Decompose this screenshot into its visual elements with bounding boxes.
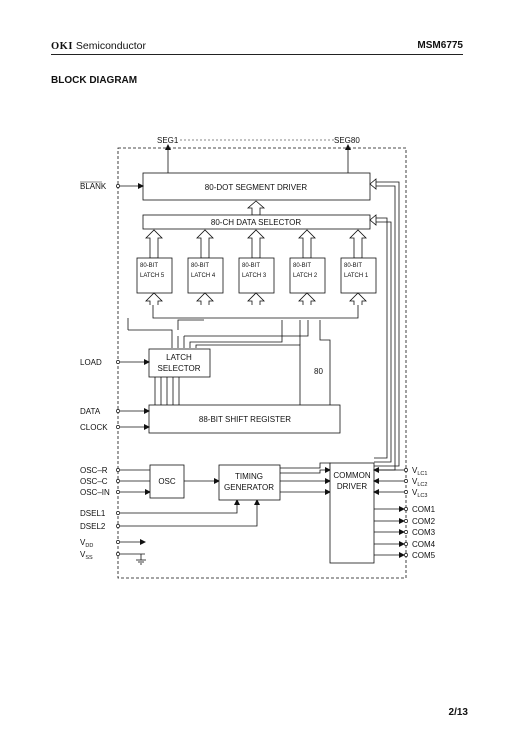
latch-box [340, 257, 377, 294]
vlc-pin-1: VLC1 [373, 466, 427, 477]
com-pin-3: COM3 [374, 528, 436, 537]
timing-generator-label-1: TIMING [235, 472, 263, 481]
latch-name-label: LATCH 1 [344, 273, 369, 279]
left-pins: BLANK LOAD DATA CLOCK OSC–R OSC–C OSC–IN… [80, 181, 260, 565]
latch-input-arrow [196, 292, 214, 305]
latch-name-label: LATCH 5 [140, 273, 165, 279]
shift-register-block [148, 404, 341, 434]
com-pin-5: COM5 [374, 551, 436, 560]
vlc-pin-2: VLC2 [373, 477, 427, 488]
right-pins: VLC1 VLC2 VLC3 [373, 466, 427, 499]
latch-selector-label-2: SELECTOR [158, 364, 201, 373]
latch-output-arrow [349, 229, 367, 259]
com-pin-2: COM2 [374, 517, 436, 526]
timing-generator-block [218, 464, 281, 501]
latch-box [289, 257, 326, 294]
latch-prefix-label: 80-BIT [344, 263, 362, 269]
common-driver-label-1: COMMON [333, 471, 371, 480]
latch-name-label: LATCH 4 [191, 273, 216, 279]
blank-pin-label: BLANK [80, 182, 107, 191]
latch-output-arrow [298, 229, 316, 259]
latch-prefix-label: 80-BIT [242, 263, 260, 269]
latch-prefix-label: 80-BIT [191, 263, 209, 269]
osc-block [149, 464, 185, 499]
dsel1-pin-label: DSEL1 [80, 509, 106, 518]
timing-to-common-lines [280, 462, 331, 495]
data-selector-block [142, 214, 371, 230]
latch-block-2: 80-BIT LATCH 4 [187, 229, 224, 305]
timing-generator-label-2: GENERATOR [224, 483, 274, 492]
bus-width-label: 80 [314, 367, 323, 376]
vlc-feedback-paths [374, 181, 400, 471]
latch-block-3: 80-BIT LATCH 3 [238, 229, 275, 305]
vlc-pin-3: VLC3 [373, 488, 427, 499]
selector-to-driver-arrow [246, 200, 266, 216]
latch-output-arrow [247, 229, 265, 259]
latch-enable-bus [127, 305, 359, 405]
clock-pin-label: CLOCK [80, 423, 108, 432]
dsel2-pin-label: DSEL2 [80, 522, 106, 531]
common-driver-label-2: DRIVER [337, 482, 367, 491]
com-pin-label: COM1 [412, 505, 436, 514]
driver-input-arrow [369, 178, 377, 190]
com-pin-label: COM5 [412, 551, 436, 560]
brand-suffix: Semiconductor [75, 40, 146, 52]
vlc1-label: VLC1 [412, 466, 427, 477]
seg80-label: SEG80 [334, 136, 360, 145]
latch-selector-label-1: LATCH [166, 353, 192, 362]
load-pin-label: LOAD [80, 358, 102, 367]
page-number: 2/13 [448, 707, 468, 718]
part-number: MSM6775 [417, 40, 463, 51]
brand-logo: OKI [51, 41, 73, 52]
com-pin-1: COM1 [374, 505, 436, 514]
com-pin-label: COM2 [412, 517, 436, 526]
latch-name-label: LATCH 3 [242, 273, 267, 279]
latch-output-arrow [145, 229, 163, 259]
latch-selector-block [148, 348, 211, 378]
latch-prefix-label: 80-BIT [293, 263, 311, 269]
latch-input-arrow [145, 292, 163, 305]
ground-icon [136, 554, 146, 565]
vss-pin-label: VSS [80, 550, 93, 561]
com-pin-label: COM3 [412, 528, 436, 537]
latch-name-label: LATCH 2 [293, 273, 318, 279]
latch-input-arrow [349, 292, 367, 305]
vlc3-label: VLC3 [412, 488, 427, 499]
vdd-pin-label: VDD [80, 538, 93, 549]
osc-r-pin-label: OSC–R [80, 466, 108, 475]
com-pin-4: COM4 [374, 540, 436, 549]
latch-input-arrow [298, 292, 316, 305]
shift-to-selector-lines [154, 377, 180, 405]
data-pin-label: DATA [80, 407, 101, 416]
vlc2-label: VLC2 [412, 477, 427, 488]
osc-c-pin-label: OSC–C [80, 477, 108, 486]
segment-driver-label: 80-DOT SEGMENT DRIVER [205, 183, 308, 192]
seg1-label: SEG1 [157, 136, 179, 145]
latch-prefix-label: 80-BIT [140, 263, 158, 269]
common-driver-block [329, 462, 375, 564]
latch-input-arrow [247, 292, 265, 305]
latch-block-4: 80-BIT LATCH 2 [289, 229, 326, 305]
latch-block-1: 80-BIT LATCH 5 [136, 229, 173, 305]
latch-box [136, 257, 173, 294]
latch-block-5: 80-BIT LATCH 1 [340, 229, 377, 305]
data-selector-label: 80-CH DATA SELECTOR [211, 218, 301, 227]
section-title: BLOCK DIAGRAM [51, 75, 138, 86]
osc-in-pin-label: OSC–IN [80, 488, 110, 497]
osc-label: OSC [158, 477, 176, 486]
shift-register-label: 88-BIT SHIFT REGISTER [199, 415, 291, 424]
latch-output-arrow [196, 229, 214, 259]
selector-input-arrow [369, 214, 377, 226]
com-pin-label: COM4 [412, 540, 436, 549]
latch-box [238, 257, 275, 294]
